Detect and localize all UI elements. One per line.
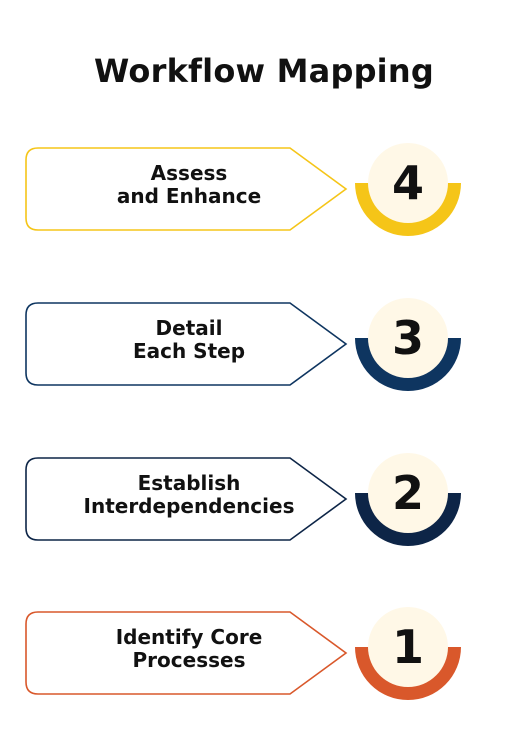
step-2-number-circle [368, 453, 448, 533]
step-3-number: 3 [391, 311, 424, 365]
step-4: Assess and Enhance 4 [0, 140, 528, 240]
step-1-label-line2: Processes [132, 648, 246, 672]
step-4-label: Assess and Enhance [28, 162, 350, 208]
step-4-arrow-shape [25, 147, 348, 231]
step-2-label: Establish Interdependencies [28, 472, 350, 518]
step-4-number: 4 [391, 156, 424, 210]
step-1-number-circle [368, 607, 448, 687]
step-1-number: 1 [391, 620, 424, 674]
step-4-label-line2: and Enhance [116, 184, 262, 208]
step-3-frame [25, 298, 461, 391]
step-1: Identify Core Processes 1 [0, 604, 528, 704]
step-2-label-line2: Interdependencies [83, 494, 295, 518]
page-title: Workflow Mapping [94, 52, 434, 90]
step-3-number-circle [368, 298, 448, 378]
step-1-label: Identify Core Processes [28, 626, 350, 672]
step-3-label-line1: Detail [155, 316, 223, 340]
step-2-arrow-shape [25, 457, 348, 541]
step-3-label: Detail Each Step [28, 317, 350, 363]
step-4-number-circle [368, 143, 448, 223]
step-2-label-line1: Establish [137, 471, 241, 495]
step-1-label-line1: Identify Core [115, 625, 263, 649]
step-1-arrow-shape [25, 611, 348, 695]
step-3-label-line2: Each Step [132, 339, 246, 363]
step-1-frame [25, 607, 461, 700]
step-2: Establish Interdependencies 2 [0, 450, 528, 550]
step-3: Detail Each Step 3 [0, 295, 528, 395]
step-3-arrow-shape [25, 302, 348, 386]
step-4-label-line1: Assess [150, 161, 228, 185]
step-2-frame [25, 453, 461, 546]
step-2-number: 2 [391, 466, 424, 520]
step-4-frame [25, 143, 461, 236]
